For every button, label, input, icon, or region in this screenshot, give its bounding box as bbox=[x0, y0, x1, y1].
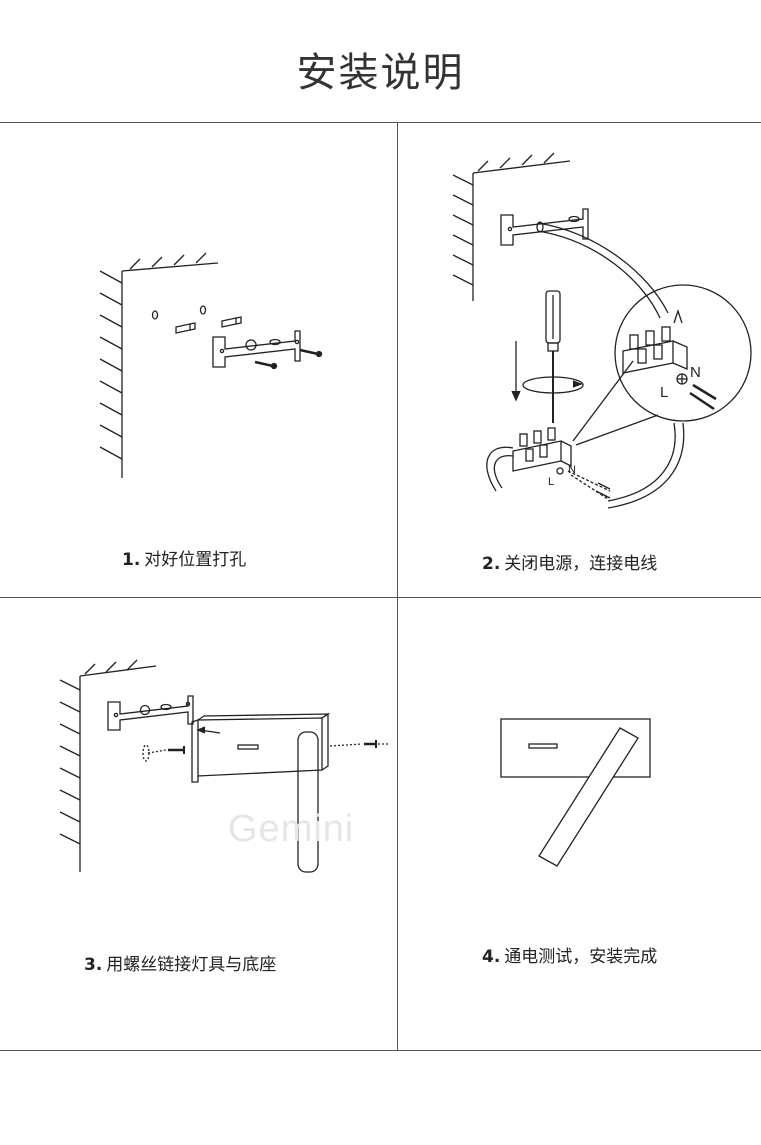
step-4-text: 通电测试，安装完成 bbox=[504, 947, 658, 967]
step-3-caption: 3.用螺丝链接灯具与底座 bbox=[84, 950, 276, 975]
terminal-label-neutral-small: N bbox=[568, 464, 576, 476]
grid-vertical-divider bbox=[397, 122, 398, 1050]
step-1-panel: 1.对好位置打孔 bbox=[0, 123, 397, 597]
step-2-caption: 2.关闭电源，连接电线 bbox=[482, 549, 657, 574]
step-4-caption: 4.通电测试，安装完成 bbox=[482, 942, 657, 967]
step-3-text: 用螺丝链接灯具与底座 bbox=[106, 955, 277, 975]
grid-top-border bbox=[0, 122, 761, 123]
terminal-label-live-small: L bbox=[548, 476, 554, 488]
watermark: Gemini bbox=[228, 808, 355, 850]
grid-bottom-border bbox=[0, 1050, 761, 1051]
step-1-text: 对好位置打孔 bbox=[144, 550, 247, 570]
step-2-number: 2. bbox=[482, 554, 501, 574]
step-2-text: 关闭电源，连接电线 bbox=[504, 554, 658, 574]
step-4-panel: 4.通电测试，安装完成 bbox=[398, 598, 761, 1050]
step-1-caption: 1.对好位置打孔 bbox=[122, 545, 246, 570]
step-4-illustration bbox=[500, 718, 651, 867]
step-3-illustration bbox=[59, 659, 390, 873]
grid-middle-border bbox=[0, 597, 761, 598]
terminal-label-live: L bbox=[660, 384, 668, 401]
step-2-panel: L N L N 2.关闭电源，连接电线 bbox=[398, 123, 761, 597]
terminal-label-neutral: N bbox=[690, 364, 701, 381]
step-3-number: 3. bbox=[84, 955, 103, 975]
page-title: 安装说明 bbox=[296, 50, 465, 96]
step-1-number: 1. bbox=[122, 550, 141, 570]
step-3-panel: 3.用螺丝链接灯具与底座 bbox=[0, 598, 397, 1050]
step-2-illustration: L N L N bbox=[452, 152, 752, 509]
step-1-illustration bbox=[99, 252, 323, 478]
step-4-number: 4. bbox=[482, 947, 501, 967]
